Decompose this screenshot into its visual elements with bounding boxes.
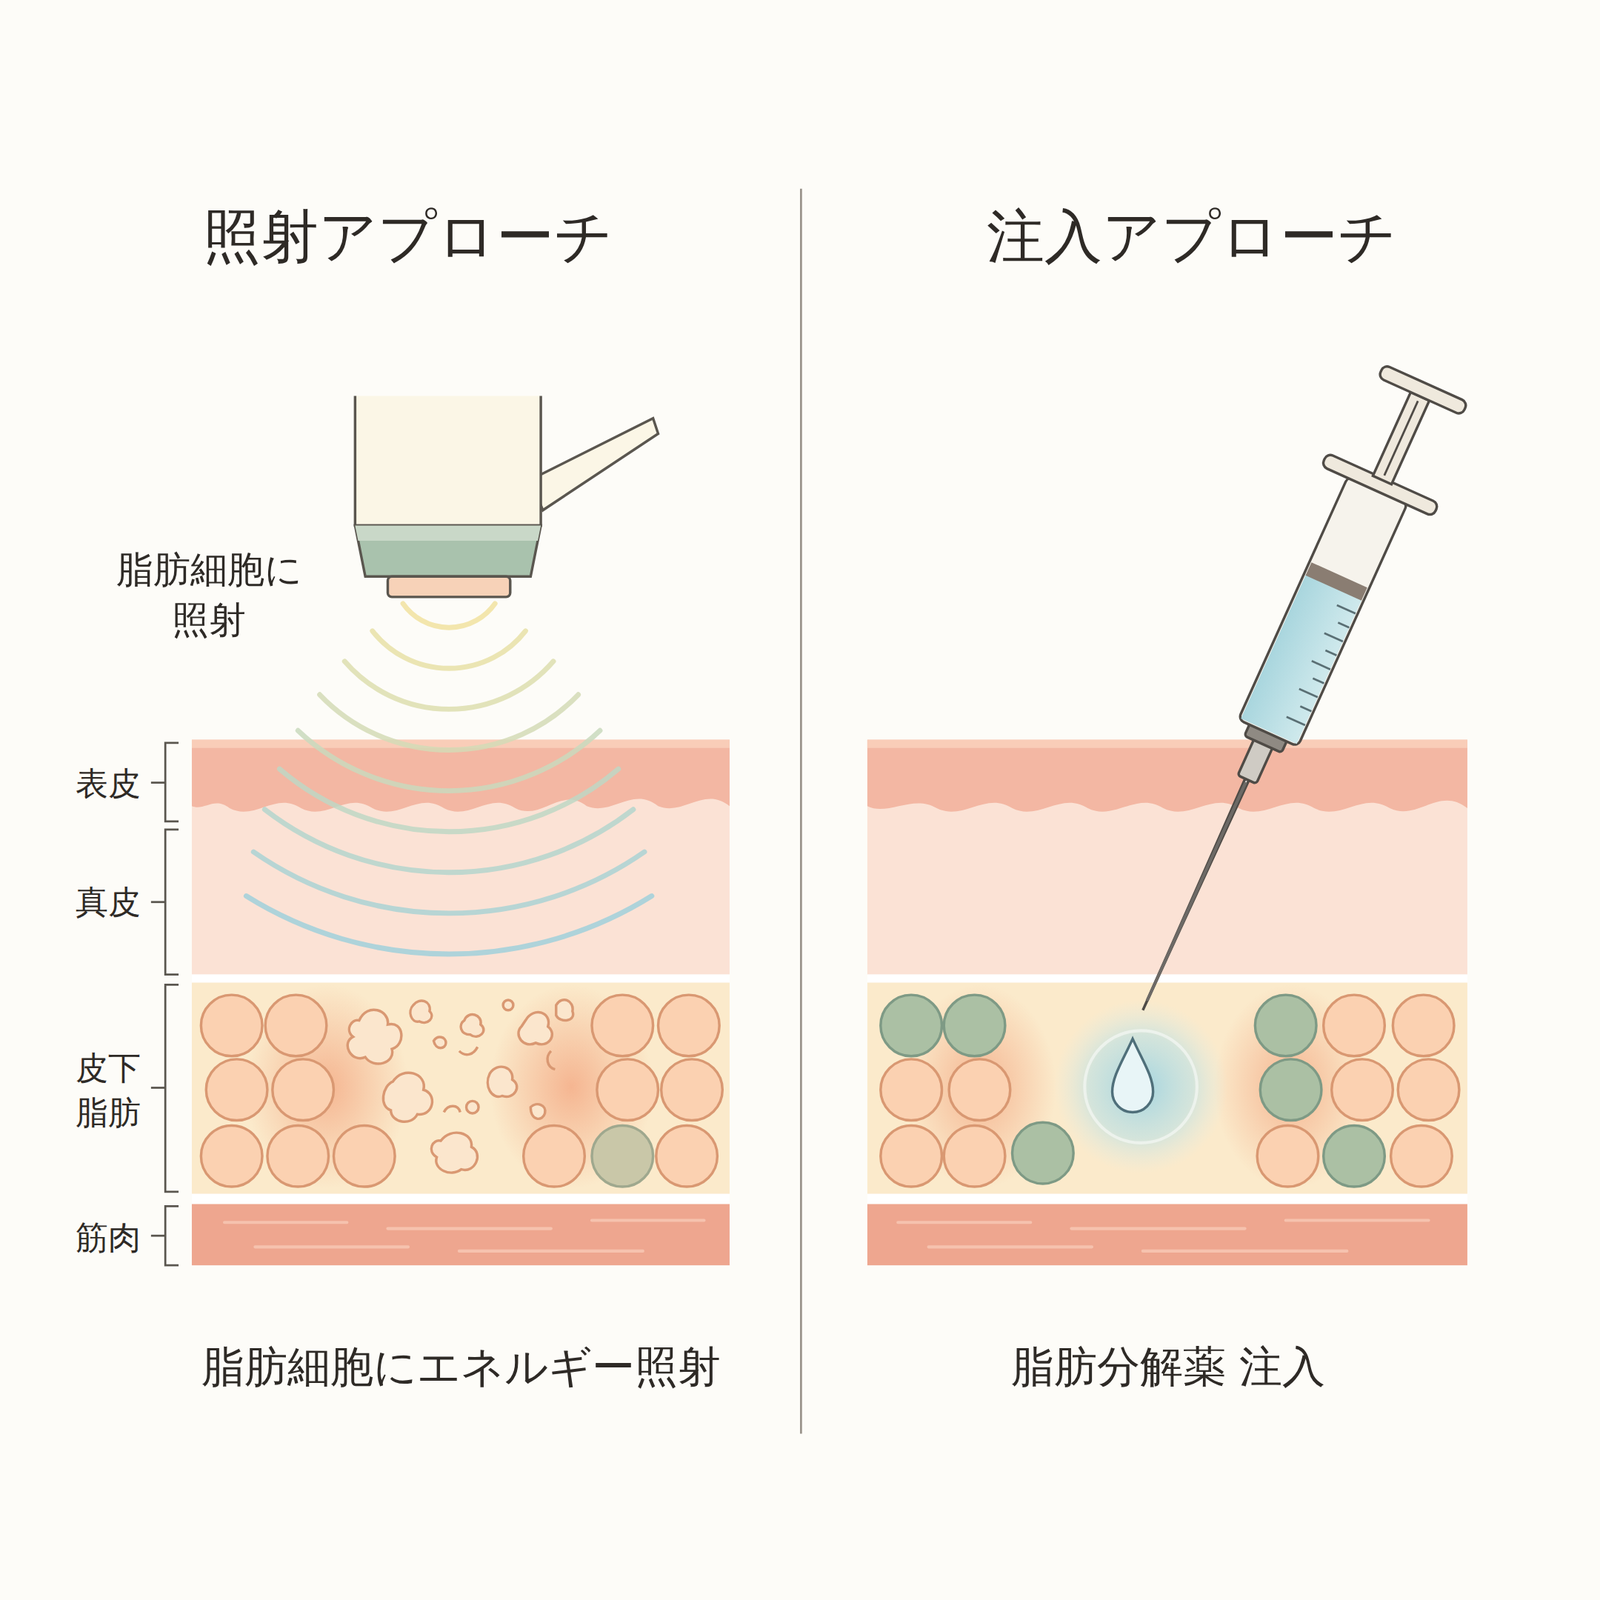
- layer-brackets: [151, 742, 179, 1266]
- divider: [800, 188, 803, 1435]
- wave-arc: [297, 730, 600, 791]
- wave-arc: [245, 896, 652, 955]
- layer-label: 表皮: [75, 762, 141, 805]
- fat-cells-left: [200, 984, 723, 1189]
- wave-arc: [372, 631, 526, 669]
- layer-label: 筋肉: [75, 1216, 141, 1259]
- fat-cells-right: [880, 984, 1460, 1189]
- energy-waves: [245, 603, 652, 955]
- syringe: [1087, 358, 1483, 1036]
- wave-arc: [253, 851, 645, 914]
- skin-left: [191, 740, 730, 1266]
- wave-arc: [279, 768, 618, 832]
- wave-arc: [344, 661, 554, 710]
- skin-right: [867, 740, 1468, 1266]
- layer-label: 皮下 脂肪: [70, 1045, 146, 1135]
- panel-title: 照射アプローチ: [202, 199, 614, 275]
- wave-arc: [320, 694, 579, 751]
- device-label: 脂肪細胞に 照射: [108, 545, 309, 646]
- panel-caption: 脂肪細胞にエネルギー照射: [201, 1339, 721, 1395]
- wave-arc: [264, 809, 634, 873]
- device: [354, 395, 658, 597]
- layer-label: 真皮: [75, 880, 141, 923]
- wave-arc: [402, 603, 495, 628]
- panel-caption: 脂肪分解薬 注入: [1011, 1339, 1326, 1395]
- panel-title: 注入アプローチ: [986, 199, 1398, 275]
